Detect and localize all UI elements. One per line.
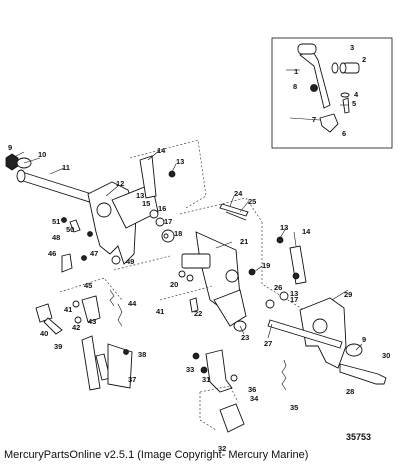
callout-inset-7: 7 bbox=[312, 115, 316, 124]
callout-36: 36 bbox=[248, 385, 256, 394]
callout-16: 16 bbox=[158, 204, 166, 213]
tilt-tube bbox=[16, 169, 99, 205]
callout-24: 24 bbox=[234, 189, 243, 198]
mid-bracket bbox=[181, 231, 247, 327]
swivel-bracket bbox=[87, 181, 159, 265]
callout-labels: 1 2 3 4 5 6 7 8 9 10 11 12 13 14 15 16 1… bbox=[8, 43, 390, 453]
callout-18: 18 bbox=[174, 229, 182, 238]
callout-50: 50 bbox=[66, 225, 74, 234]
callout-31: 31 bbox=[202, 375, 210, 384]
callout-inset-2: 2 bbox=[362, 55, 366, 64]
callout-32: 32 bbox=[218, 444, 226, 453]
callout-25: 25 bbox=[248, 197, 256, 206]
right-bracket bbox=[299, 297, 347, 369]
callout-9b: 9 bbox=[362, 335, 366, 344]
callout-29: 29 bbox=[344, 290, 352, 299]
callout-inset-8: 8 bbox=[293, 82, 297, 91]
callout-30: 30 bbox=[382, 351, 390, 360]
callout-23: 23 bbox=[241, 333, 249, 342]
copyright-footer: MercuryPartsOnline v2.5.1 (Image Copyrig… bbox=[4, 449, 309, 461]
callout-49: 49 bbox=[126, 257, 134, 266]
callout-40: 40 bbox=[40, 329, 48, 338]
main-exploded-view bbox=[5, 139, 387, 433]
callout-46: 46 bbox=[48, 249, 56, 258]
callout-51: 51 bbox=[52, 217, 60, 226]
callout-13a: 13 bbox=[176, 157, 184, 166]
callout-47: 47 bbox=[90, 249, 98, 258]
callout-43: 43 bbox=[88, 317, 96, 326]
callout-9a: 9 bbox=[8, 143, 12, 152]
inset-detail bbox=[271, 37, 393, 149]
callout-38: 38 bbox=[138, 350, 146, 359]
callout-21: 21 bbox=[240, 237, 248, 246]
callout-42: 42 bbox=[72, 323, 80, 332]
callout-27: 27 bbox=[264, 339, 272, 348]
callout-22: 22 bbox=[194, 309, 202, 318]
callout-11: 11 bbox=[62, 163, 70, 172]
callout-20: 20 bbox=[170, 280, 178, 289]
callout-37: 37 bbox=[128, 375, 136, 384]
callout-17a: 17 bbox=[164, 217, 172, 226]
callout-44: 44 bbox=[128, 299, 137, 308]
callout-13c: 13 bbox=[280, 223, 288, 232]
callout-48: 48 bbox=[52, 233, 60, 242]
callout-10: 10 bbox=[38, 150, 46, 159]
callout-labels-repeat: 9 13 13 13 14 17 41 bbox=[136, 191, 366, 344]
callout-45: 45 bbox=[84, 281, 92, 290]
callout-41a: 41 bbox=[64, 305, 72, 314]
callout-17b: 17 bbox=[290, 295, 298, 304]
callout-14a: 14 bbox=[157, 146, 166, 155]
callout-39: 39 bbox=[54, 342, 62, 351]
callout-14b: 14 bbox=[302, 227, 311, 236]
figure-number: 35753 bbox=[346, 432, 371, 442]
callout-inset-3: 3 bbox=[350, 43, 354, 52]
callout-41b: 41 bbox=[156, 307, 164, 316]
callout-28: 28 bbox=[346, 387, 354, 396]
callout-34: 34 bbox=[250, 394, 259, 403]
callout-26: 26 bbox=[274, 283, 282, 292]
callout-13b: 13 bbox=[136, 191, 144, 200]
callout-33: 33 bbox=[186, 365, 194, 374]
callout-19: 19 bbox=[262, 261, 270, 270]
callout-35: 35 bbox=[290, 403, 298, 412]
callout-inset-1: 1 bbox=[294, 67, 298, 76]
callout-12: 12 bbox=[116, 179, 124, 188]
callout-inset-5: 5 bbox=[352, 99, 356, 108]
callout-13d: 13 bbox=[290, 289, 298, 298]
callout-inset-6: 6 bbox=[342, 129, 346, 138]
callout-15: 15 bbox=[142, 199, 150, 208]
callout-inset-4: 4 bbox=[354, 90, 359, 99]
